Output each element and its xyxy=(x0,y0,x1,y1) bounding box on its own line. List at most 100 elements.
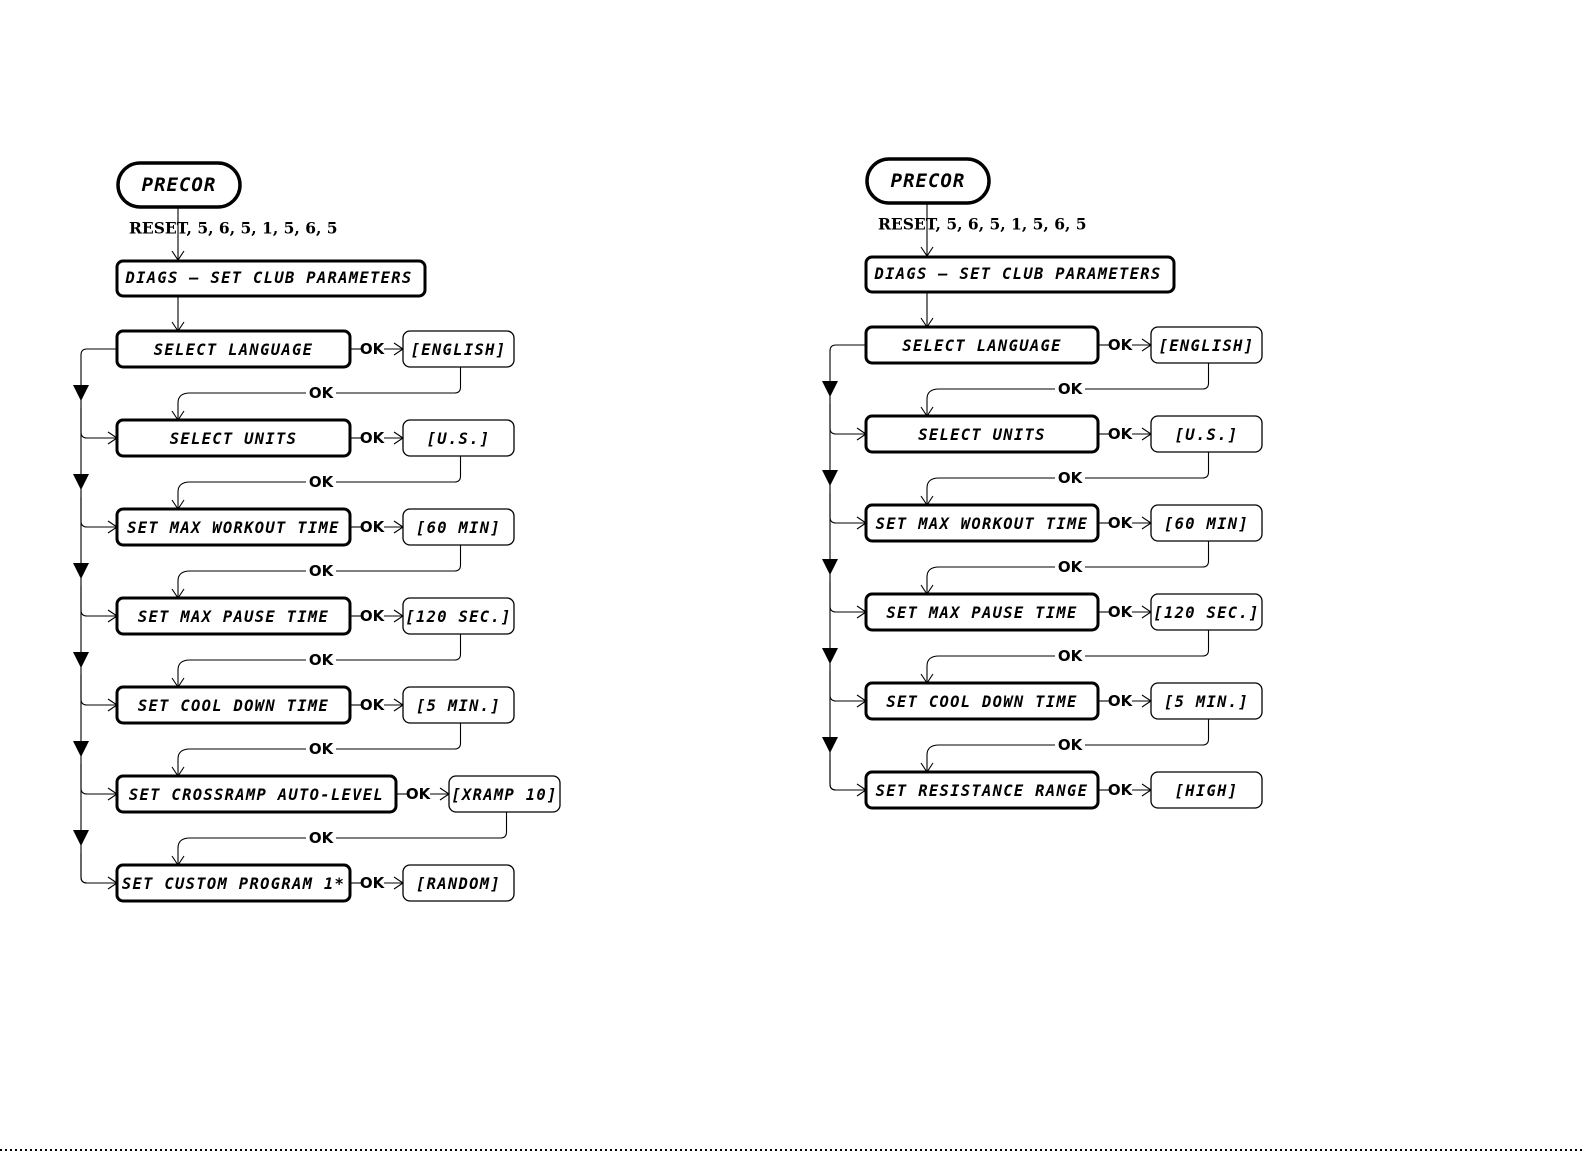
ok-label-return-3: OK xyxy=(309,562,335,580)
ok-label-bg-5 xyxy=(306,740,336,758)
ok-label-right-3: OK xyxy=(360,518,386,536)
ok-label-bg-3 xyxy=(1055,558,1085,576)
reset-sequence: RESET, 5, 6, 5, 1, 5, 6, 5 xyxy=(129,219,338,238)
ok-label-return-5: OK xyxy=(309,740,335,758)
ok-label-bg-1 xyxy=(1055,380,1085,398)
ok-label-right-6: OK xyxy=(406,785,432,803)
ok-label-right-4: OK xyxy=(1108,603,1134,621)
precor-title: PRECOR xyxy=(891,170,966,192)
bypass-line xyxy=(829,344,866,791)
precor-title-box xyxy=(116,161,242,209)
step-label-3: SET MAX WORKOUT TIME xyxy=(127,519,340,537)
value-box-6 xyxy=(448,775,561,813)
value-box-5 xyxy=(402,686,515,724)
entry-line-5 xyxy=(80,675,117,706)
value-box-1 xyxy=(1150,326,1263,364)
skip-triangle-2 xyxy=(73,474,89,490)
ok-label-return-1: OK xyxy=(309,384,335,402)
ok-label-right-2: OK xyxy=(360,429,386,447)
ok-label-right-5: OK xyxy=(360,696,386,714)
skip-triangle-6 xyxy=(73,830,89,846)
ok-label-bg-4 xyxy=(306,651,336,669)
skip-triangle-1 xyxy=(73,385,89,401)
step-label-4: SET MAX PAUSE TIME xyxy=(138,608,329,626)
value-box-7 xyxy=(402,864,515,902)
value-label-1: [ENGLISH] xyxy=(1159,337,1255,355)
step-label-5: SET COOL DOWN TIME xyxy=(138,697,329,715)
step-label-6: SET CROSSRAMP AUTO-LEVEL xyxy=(129,786,384,804)
skip-triangle-3 xyxy=(822,559,838,575)
value-box-5 xyxy=(1150,682,1263,720)
step-label-1: SELECT LANGUAGE xyxy=(154,341,313,359)
entry-line-2 xyxy=(80,408,117,439)
value-box-3 xyxy=(1150,504,1263,542)
menu-header-box xyxy=(864,255,1176,294)
skip-triangle-5 xyxy=(822,737,838,753)
value-label-6: [HIGH] xyxy=(1175,782,1239,800)
value-label-3: [60 MIN] xyxy=(416,519,501,537)
step-label-5: SET COOL DOWN TIME xyxy=(886,693,1077,711)
step-label-4: SET MAX PAUSE TIME xyxy=(886,604,1077,622)
precor-title-box xyxy=(865,157,991,205)
ok-label-right-3: OK xyxy=(1108,514,1134,532)
return-line-6 xyxy=(177,812,508,865)
ok-label-bg-2 xyxy=(306,473,336,491)
entry-line-2 xyxy=(829,404,866,435)
ok-label-return-1: OK xyxy=(1058,380,1084,398)
skip-triangle-5 xyxy=(73,741,89,757)
value-label-1: [ENGLISH] xyxy=(411,341,507,359)
flowchart-1: PRECOR RESET, 5, 6, 5, 1, 5, 6, 5 DIAGS – … xyxy=(73,161,561,903)
value-label-4: [120 SEC.] xyxy=(405,608,511,626)
ok-label-right-1: OK xyxy=(1108,336,1134,354)
value-box-1 xyxy=(402,330,515,368)
ok-label-right-5: OK xyxy=(1108,692,1134,710)
entry-line-6 xyxy=(80,764,117,795)
step-label-7: SET CUSTOM PROGRAM 1* xyxy=(122,875,345,893)
value-label-4: [120 SEC.] xyxy=(1153,604,1259,622)
value-label-3: [60 MIN] xyxy=(1164,515,1249,533)
step-label-2: SELECT UNITS xyxy=(170,430,298,448)
entry-line-5 xyxy=(829,671,866,702)
entry-line-7 xyxy=(80,853,117,884)
precor-title: PRECOR xyxy=(142,174,217,196)
ok-label-right-2: OK xyxy=(1108,425,1134,443)
ok-label-right-4: OK xyxy=(360,607,386,625)
entry-line-4 xyxy=(829,582,866,613)
value-box-4 xyxy=(402,597,515,635)
step-label-6: SET RESISTANCE RANGE xyxy=(876,782,1089,800)
value-box-4 xyxy=(1150,593,1263,631)
value-label-2: [U.S.] xyxy=(427,430,491,448)
value-box-3 xyxy=(402,508,515,546)
step-label-2: SELECT UNITS xyxy=(918,426,1046,444)
value-label-2: [U.S.] xyxy=(1175,426,1239,444)
ok-label-bg-1 xyxy=(306,384,336,402)
value-label-5: [5 MIN.] xyxy=(416,697,501,715)
entry-line-3 xyxy=(80,497,117,528)
menu-header: DIAGS – SET CLUB PARAMETERS xyxy=(873,265,1161,283)
ok-label-right-1: OK xyxy=(360,340,386,358)
value-box-2 xyxy=(1150,415,1263,453)
entry-line-4 xyxy=(80,586,117,617)
ok-label-return-4: OK xyxy=(1058,647,1084,665)
step-label-1: SELECT LANGUAGE xyxy=(902,337,1061,355)
value-label-5: [5 MIN.] xyxy=(1164,693,1249,711)
ok-label-return-6: OK xyxy=(309,829,335,847)
ok-label-bg-2 xyxy=(1055,469,1085,487)
step-label-3: SET MAX WORKOUT TIME xyxy=(876,515,1089,533)
menu-header: DIAGS – SET CLUB PARAMETERS xyxy=(124,269,412,287)
ok-label-return-2: OK xyxy=(1058,469,1084,487)
skip-triangle-1 xyxy=(822,381,838,397)
ok-label-return-2: OK xyxy=(309,473,335,491)
skip-triangle-4 xyxy=(822,648,838,664)
entry-line-6 xyxy=(829,760,866,791)
value-label-6: [XRAMP 10] xyxy=(451,786,557,804)
ok-label-bg-5 xyxy=(1055,736,1085,754)
menu-header-box xyxy=(115,259,427,298)
skip-triangle-3 xyxy=(73,563,89,579)
value-label-7: [RANDOM] xyxy=(416,875,501,893)
entry-line-3 xyxy=(829,493,866,524)
ok-label-right-7: OK xyxy=(360,874,386,892)
value-box-2 xyxy=(402,419,515,457)
ok-label-bg-6 xyxy=(306,829,336,847)
